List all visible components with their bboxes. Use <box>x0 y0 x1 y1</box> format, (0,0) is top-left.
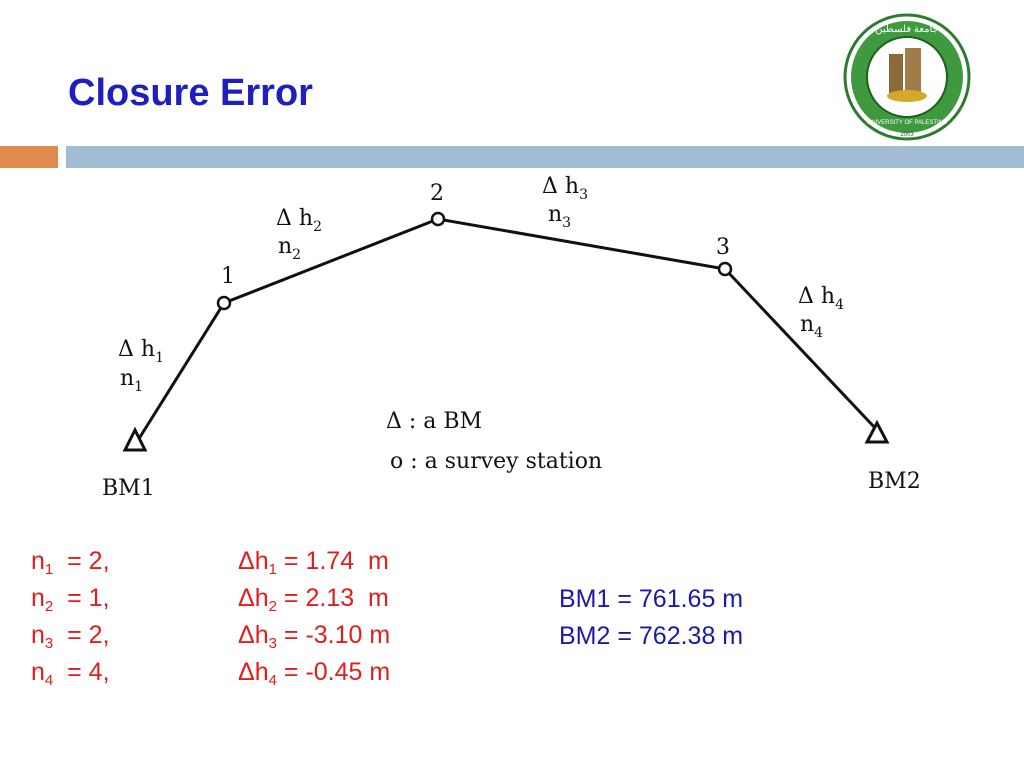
leg-1-dh-label: Δ h1 <box>118 337 164 366</box>
n-row-4: n4 = 4, <box>31 658 110 689</box>
bm1-label: BM1 <box>102 476 155 501</box>
leg-4-dh-label: Δ h4 <box>798 284 844 313</box>
n-row-3: n3 = 2, <box>31 621 110 652</box>
dh-row-1: Δh1 = 1.74 m <box>238 547 389 578</box>
n-values-column: n1 = 2, n2 = 1, n3 = 2, n4 = 4, <box>31 543 110 691</box>
title-divider-accent <box>0 146 58 168</box>
logo-arabic-text: جامعة فلسطين <box>875 24 938 35</box>
bm2-label: BM2 <box>868 469 921 494</box>
n-row-2: n2 = 1, <box>31 584 110 615</box>
n-row-1: n1 = 2, <box>31 547 110 578</box>
station-3-label: 3 <box>716 235 730 260</box>
dh-row-3: Δh3 = -3.10 m <box>238 621 391 652</box>
leg-2-dh-label: Δ h2 <box>276 206 322 235</box>
leg-2-n-label: n2 <box>278 234 301 263</box>
traverse-line <box>133 217 879 446</box>
logo-text-group: جامعة فلسطين UNIVERSITY OF PALESTINE 200… <box>867 24 947 138</box>
dh-values-column: Δh1 = 1.74 m Δh2 = 2.13 m Δh3 = -3.10 m … <box>238 543 390 691</box>
station-3-marker <box>717 261 733 277</box>
dh-row-2: Δh2 = 2.13 m <box>238 584 389 615</box>
bm2-elevation: BM2 = 762.38 m <box>559 622 744 650</box>
benchmark-elevations: BM1 = 761.65 m BM2 = 762.38 m <box>559 581 743 655</box>
logo-english-text: UNIVERSITY OF PALESTINE <box>867 120 947 126</box>
bm2-triangle-icon <box>864 419 890 444</box>
slide-title: Closure Error <box>68 72 313 114</box>
level-loop-diagram: 1 2 3 BM1 BM2 Δ h1 n1 Δ h2 n2 Δ h3 n3 Δ … <box>102 174 921 501</box>
leg-3-n-label: n3 <box>548 202 571 231</box>
university-of-palestine-seal-icon: جامعة فلسطين UNIVERSITY OF PALESTINE 200… <box>843 13 971 141</box>
legend-bm: Δ : a BM <box>386 409 482 434</box>
leg-4-n-label: n4 <box>800 312 823 341</box>
logo-year: 2003 <box>900 132 914 138</box>
dh-row-4: Δh4 = -0.45 m <box>238 658 391 689</box>
bm1-elevation: BM1 = 761.65 m <box>559 585 744 613</box>
bm1-triangle-icon <box>122 426 148 452</box>
legend-station: o : a survey station <box>390 449 602 474</box>
station-1-marker <box>216 295 232 311</box>
leg-1-n-label: n1 <box>120 366 143 395</box>
station-1-label: 1 <box>221 264 235 289</box>
title-divider-bar <box>66 146 1024 168</box>
station-2-marker <box>430 211 446 227</box>
leg-3-dh-label: Δ h3 <box>542 174 588 203</box>
station-2-label: 2 <box>430 181 444 206</box>
